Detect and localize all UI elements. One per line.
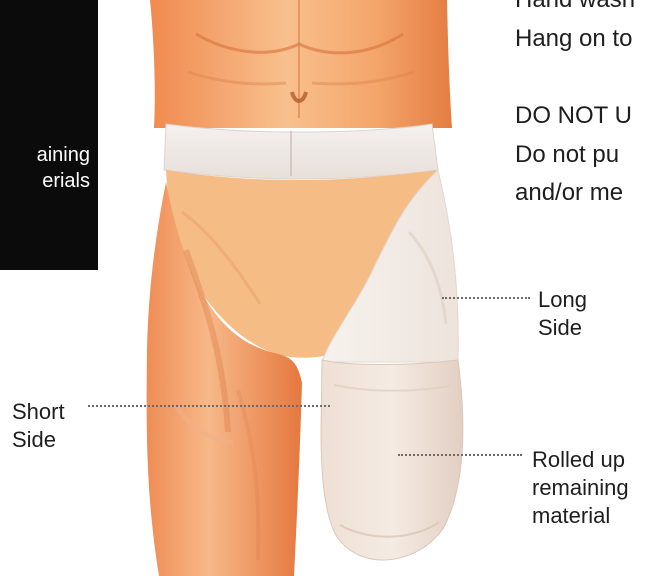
waistband [164,124,438,179]
long-side-label-line-1: Long [538,286,587,314]
rolled-up-label-line-1: Rolled up [532,446,629,474]
rolled-up-label-line-3: material [532,502,629,530]
rolled-up-label: Rolled up remaining material [532,446,629,530]
long-side-label: Long Side [538,286,587,342]
short-side-label-line-2: Side [12,426,65,454]
short-side-label-line-1: Short [12,398,65,426]
long-side-leader [442,297,530,299]
short-side-label: Short Side [12,398,65,454]
long-side-label-line-2: Side [538,314,587,342]
short-side-leader [88,405,330,407]
rolled-up-material [321,360,463,560]
rolled-up-leader [398,454,522,456]
rolled-up-label-line-2: remaining [532,474,629,502]
torso [150,0,452,128]
